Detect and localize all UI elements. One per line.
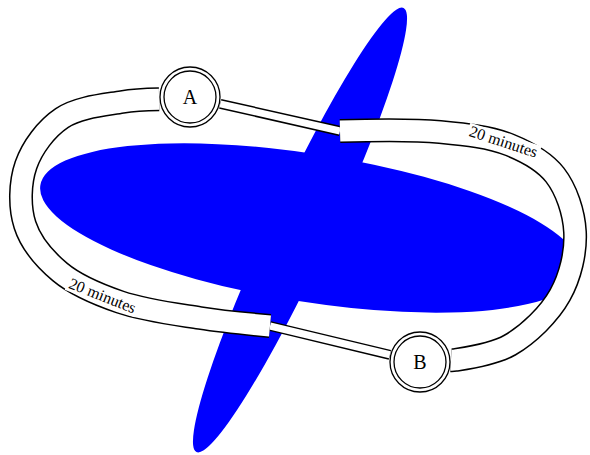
road-surface [21,99,270,326]
road-surface [340,130,575,360]
bridge-deck [220,104,340,131]
place-circle: A [159,66,221,128]
bridge-deck [270,326,390,355]
place-name: A [159,66,221,128]
place-circle: B [389,331,451,393]
bridge-outline [220,104,340,131]
road [220,104,575,360]
place-name: B [389,331,451,393]
bridge-outline [270,326,390,355]
lake [29,112,590,344]
road [21,99,390,354]
road-outline [21,99,270,326]
road-outline [340,130,575,360]
